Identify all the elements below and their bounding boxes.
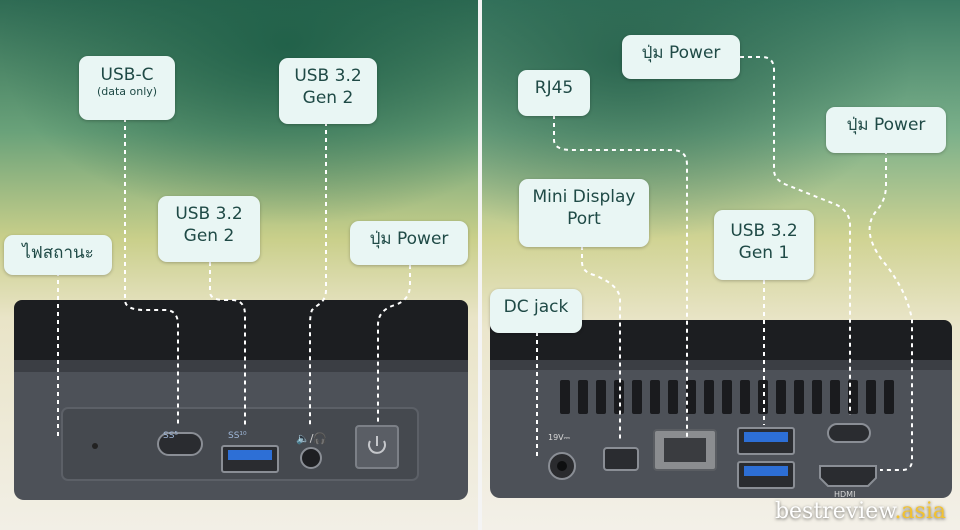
label-usb-c: USB-C (data only) [79, 56, 175, 120]
dc-rating-mark: 19V⎓ [548, 433, 571, 442]
label-usb32-gen2-top: USB 3.2 Gen 2 [279, 58, 377, 124]
hdmi-mark: HDMI [834, 490, 855, 499]
front-view-panel: SS⁵ SS¹⁰ 🔈/🎧 USB-C (data only) USB 3.2 G… [0, 0, 478, 530]
label-usb32-gen1: USB 3.2 Gen 1 [714, 210, 814, 280]
svg-text:🔈/🎧: 🔈/🎧 [296, 432, 327, 445]
label-power-right: ปุ่ม Power [826, 107, 946, 153]
label-mini-display-port: Mini Display Port [519, 179, 649, 247]
watermark: bestreview.asia [774, 499, 946, 524]
ss10-mark: SS¹⁰ [228, 431, 247, 441]
mini-dp-port-icon [603, 447, 639, 471]
usb-c-port-rear-icon [827, 423, 871, 443]
audio-jack-icon [300, 447, 322, 469]
label-dc-jack: DC jack [490, 289, 582, 333]
hdmi-port-icon [819, 465, 877, 487]
label-status-light: ไฟสถานะ [4, 235, 112, 275]
label-power-top: ปุ่ม Power [622, 35, 740, 79]
label-rj45: RJ45 [518, 70, 590, 116]
label-power-button: ปุ่ม Power [350, 221, 468, 265]
power-button-icon [355, 425, 399, 469]
ss5-mark: SS⁵ [163, 431, 178, 441]
usb-c-port-icon [157, 432, 203, 456]
status-light-icon [92, 443, 98, 449]
panel-divider [478, 0, 482, 530]
label-usb32-gen2-mid: USB 3.2 Gen 2 [158, 196, 260, 262]
rear-view-panel: 19V⎓ HDMI ปุ่ม Power ปุ่ม Power RJ45 Min… [482, 0, 960, 530]
